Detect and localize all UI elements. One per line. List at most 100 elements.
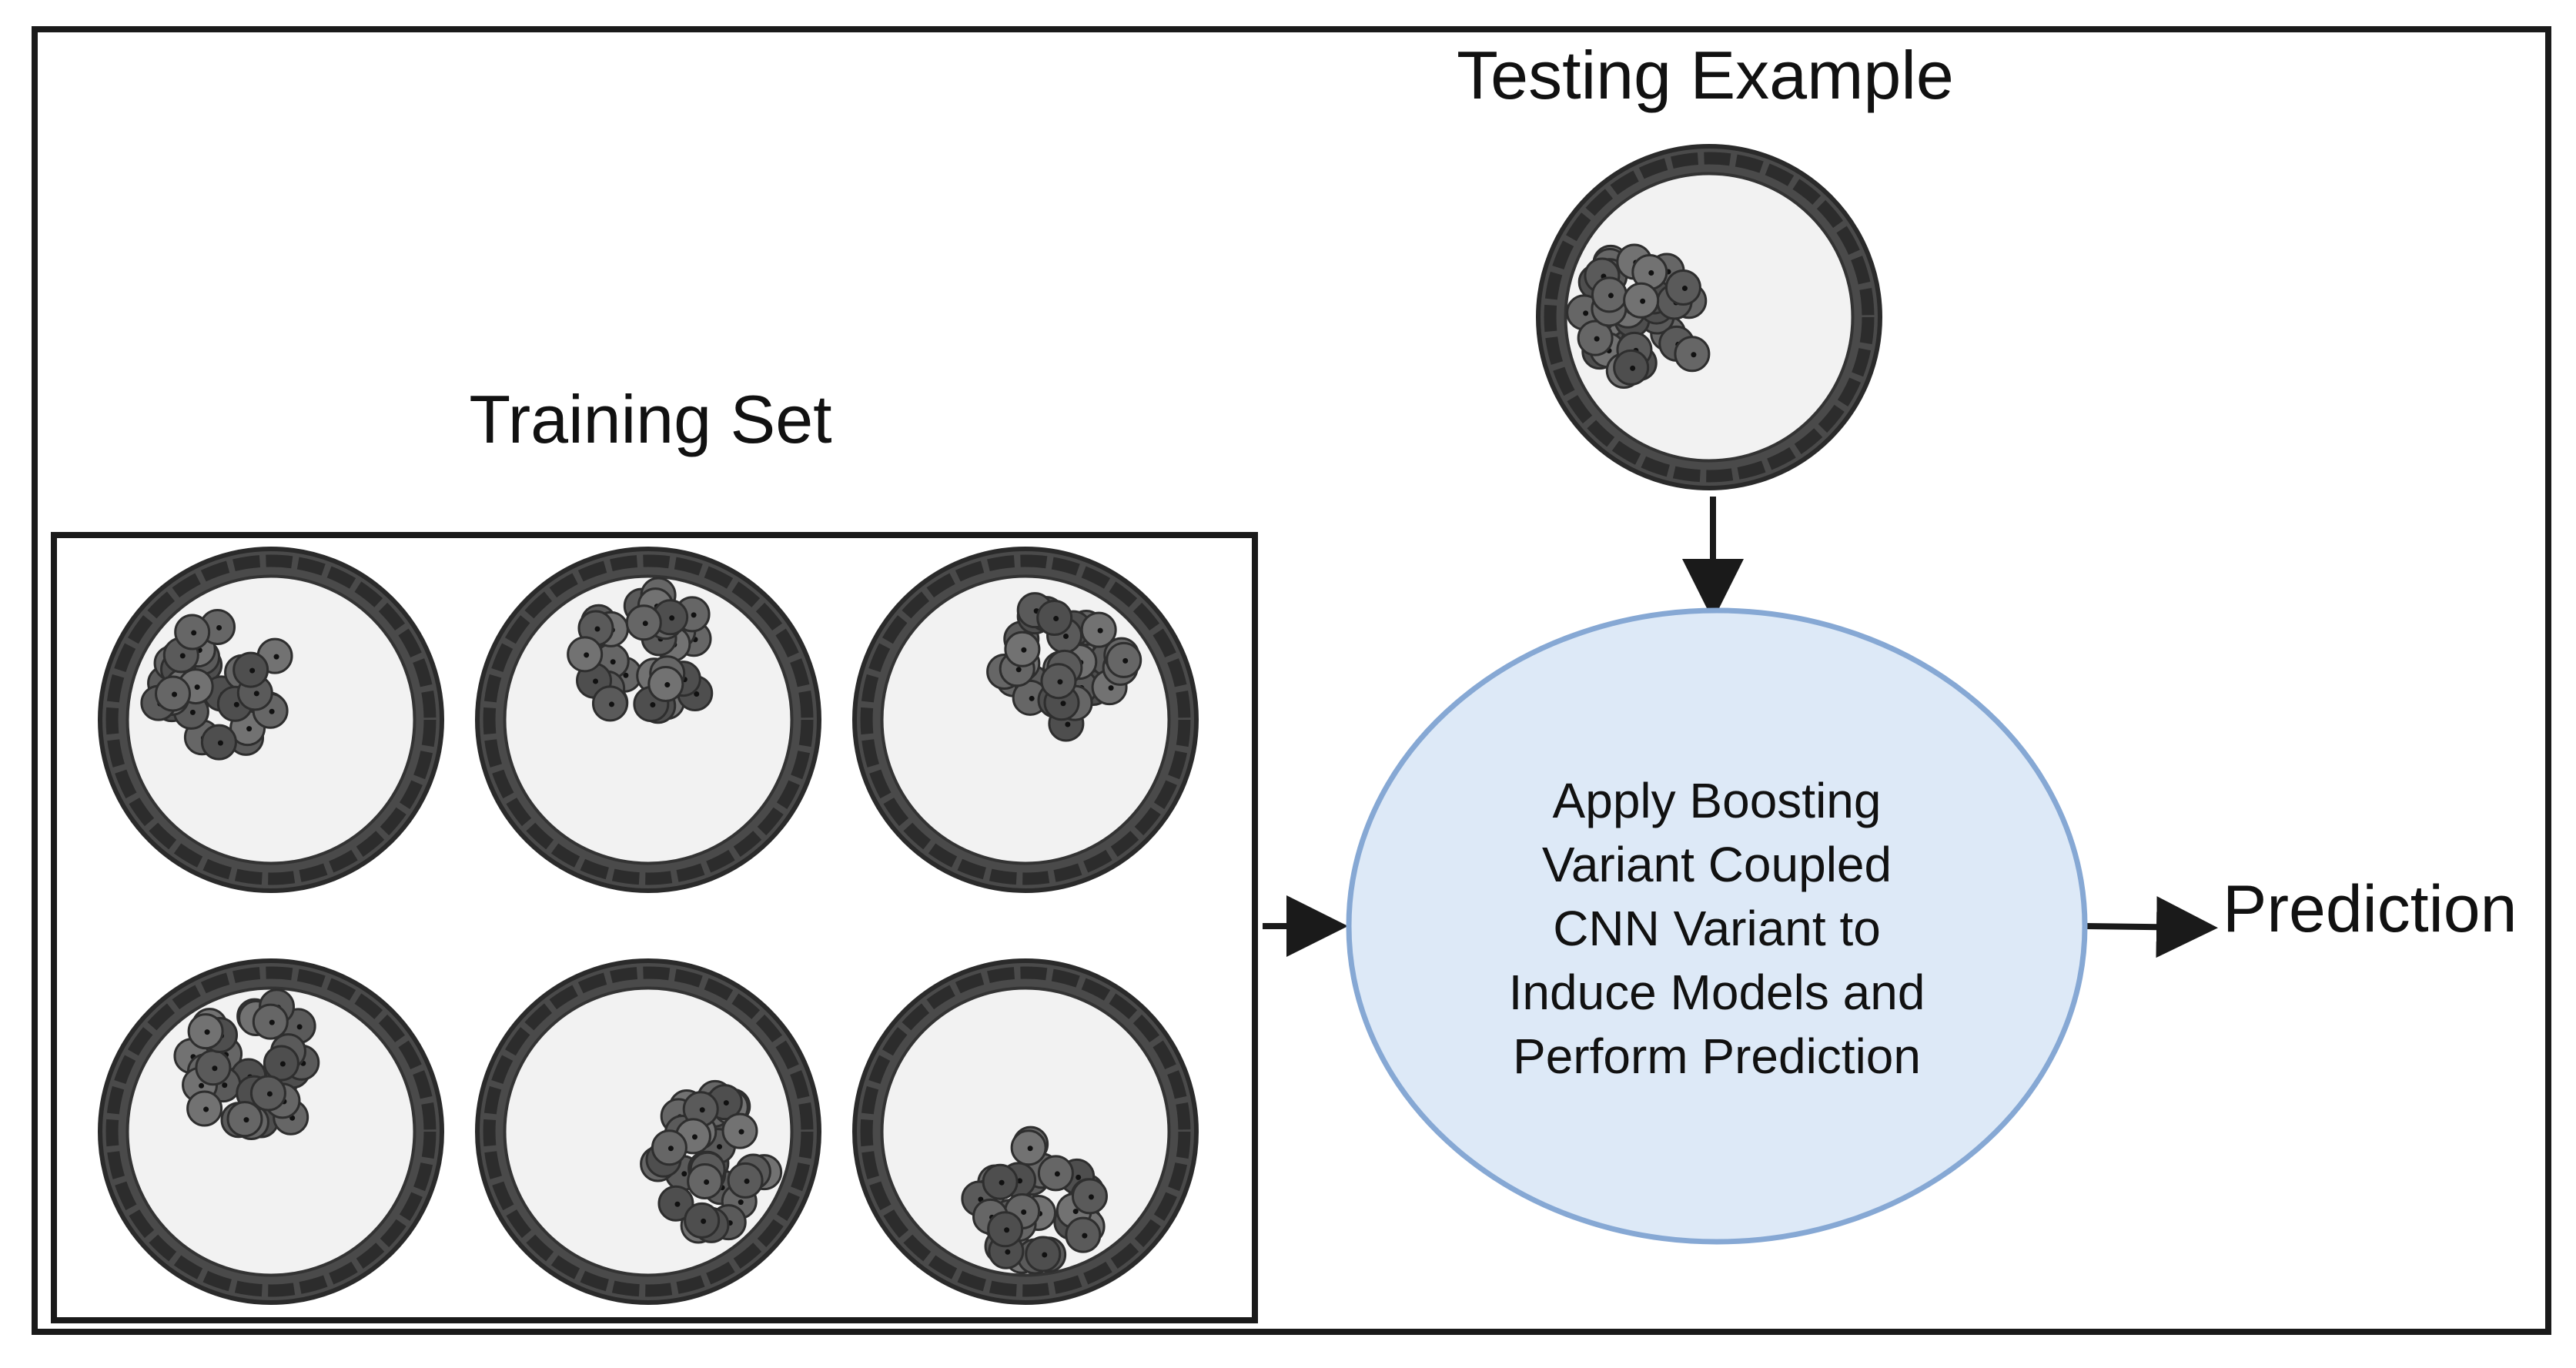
cell-nucleus [199, 1082, 205, 1089]
cell-nucleus [623, 672, 629, 678]
cell-nucleus [269, 708, 275, 714]
well-segments [483, 966, 814, 1297]
process-text-line-3: CNN Variant to [1553, 901, 1881, 956]
cell-nucleus [179, 653, 186, 659]
cell-nucleus [1027, 1146, 1033, 1152]
cell-nucleus [233, 701, 239, 707]
testing-example-label: Testing Example [1457, 37, 1954, 113]
cell-nucleus [172, 691, 178, 697]
cell-nucleus [273, 654, 279, 660]
cell-nucleus [1057, 679, 1063, 685]
cell-nucleus [667, 1146, 674, 1152]
cell-nucleus [584, 652, 590, 658]
cell-nucleus [1042, 1252, 1048, 1258]
cell-nucleus [222, 1082, 228, 1089]
cell-nucleus [1076, 1174, 1082, 1180]
well-segments [1544, 152, 1875, 483]
cell-nucleus [674, 1201, 681, 1207]
cell-nucleus [194, 684, 200, 691]
well-segments [483, 554, 814, 885]
cell-nucleus [593, 678, 599, 684]
cell-nucleus [608, 701, 614, 707]
cell-nucleus [699, 1107, 705, 1113]
cell-nucleus [269, 1019, 275, 1025]
cell-nucleus [744, 1178, 750, 1184]
cell-nucleus [1005, 1249, 1011, 1255]
cell-nucleus [279, 1061, 286, 1067]
cell-nucleus [1021, 1209, 1027, 1216]
cell-nucleus [1630, 365, 1636, 371]
cell-nucleus [1053, 616, 1059, 622]
cell-nucleus [243, 1117, 249, 1123]
process-text-line-2: Variant Coupled [1542, 837, 1892, 892]
cell-nucleus [691, 612, 697, 618]
training-well-3 [852, 547, 1199, 893]
training-well-6 [852, 958, 1199, 1305]
cell-nucleus [701, 1218, 707, 1224]
cell-nucleus [249, 667, 256, 674]
cell-nucleus [1594, 336, 1600, 342]
training-set-label: Training Set [469, 381, 831, 457]
cell-nucleus [189, 709, 196, 715]
cell-nucleus [1021, 647, 1027, 653]
cell-nucleus [204, 1029, 210, 1035]
process-text-line-4: Induce Models and [1509, 965, 1925, 1020]
training-well-5 [475, 958, 821, 1305]
cell-nucleus [1004, 1227, 1010, 1233]
well-segments [860, 554, 1191, 885]
cell-nucleus [266, 1091, 273, 1097]
cell-nucleus [1065, 721, 1071, 727]
cell-nucleus [1097, 627, 1103, 634]
cell-nucleus [1607, 293, 1614, 299]
cell-nucleus [650, 702, 656, 708]
cell-nucleus [253, 691, 259, 697]
training-well-2 [475, 547, 821, 893]
cell-nucleus [694, 691, 700, 697]
well-segments [105, 554, 437, 885]
cell-nucleus [669, 615, 675, 621]
cell-nucleus [704, 1179, 710, 1185]
outer-frame [32, 26, 2551, 1335]
process-text-line-1: Apply Boosting [1553, 773, 1882, 828]
cell-nucleus [681, 1171, 687, 1177]
cell-nucleus [1640, 298, 1646, 304]
cell-nucleus [1583, 310, 1589, 316]
testing-well [1536, 144, 1882, 490]
cell-nucleus [212, 1065, 218, 1072]
cell-nucleus [999, 1179, 1005, 1186]
training-well-1 [98, 547, 444, 893]
cell-nucleus [691, 1134, 698, 1140]
cell-nucleus [203, 1106, 209, 1112]
cell-nucleus [717, 1144, 723, 1150]
well-segments [860, 966, 1191, 1297]
cell-nucleus [296, 1024, 303, 1030]
cell-nucleus [594, 626, 601, 632]
cell-nucleus [246, 726, 253, 732]
cell-nucleus [1054, 1171, 1060, 1177]
well-segments [105, 966, 437, 1297]
prediction-label: Prediction [2223, 872, 2517, 946]
cell-nucleus [1017, 1178, 1023, 1184]
cell-nucleus [738, 1199, 744, 1206]
cell-nucleus [642, 620, 648, 627]
cell-nucleus [1082, 1233, 1088, 1239]
cell-nucleus [610, 659, 616, 665]
cell-nucleus [1088, 1194, 1094, 1200]
cell-nucleus [1648, 269, 1654, 276]
cell-nucleus [723, 1100, 729, 1106]
process-ellipse [1346, 607, 2088, 1245]
cell-nucleus [1681, 286, 1688, 292]
cell-nucleus [1072, 1209, 1079, 1215]
cell-nucleus [738, 1129, 744, 1135]
cell-nucleus [1122, 657, 1129, 664]
cell-nucleus [216, 624, 222, 630]
cell-nucleus [1691, 352, 1697, 358]
process-text-line-5: Perform Prediction [1513, 1029, 1921, 1084]
cell-nucleus [191, 630, 197, 636]
cell-nucleus [1015, 667, 1022, 673]
cell-nucleus [1060, 701, 1066, 707]
cell-nucleus [1029, 695, 1035, 701]
arrow-model-to-prediction [2086, 896, 2218, 958]
cell-nucleus [664, 682, 671, 688]
